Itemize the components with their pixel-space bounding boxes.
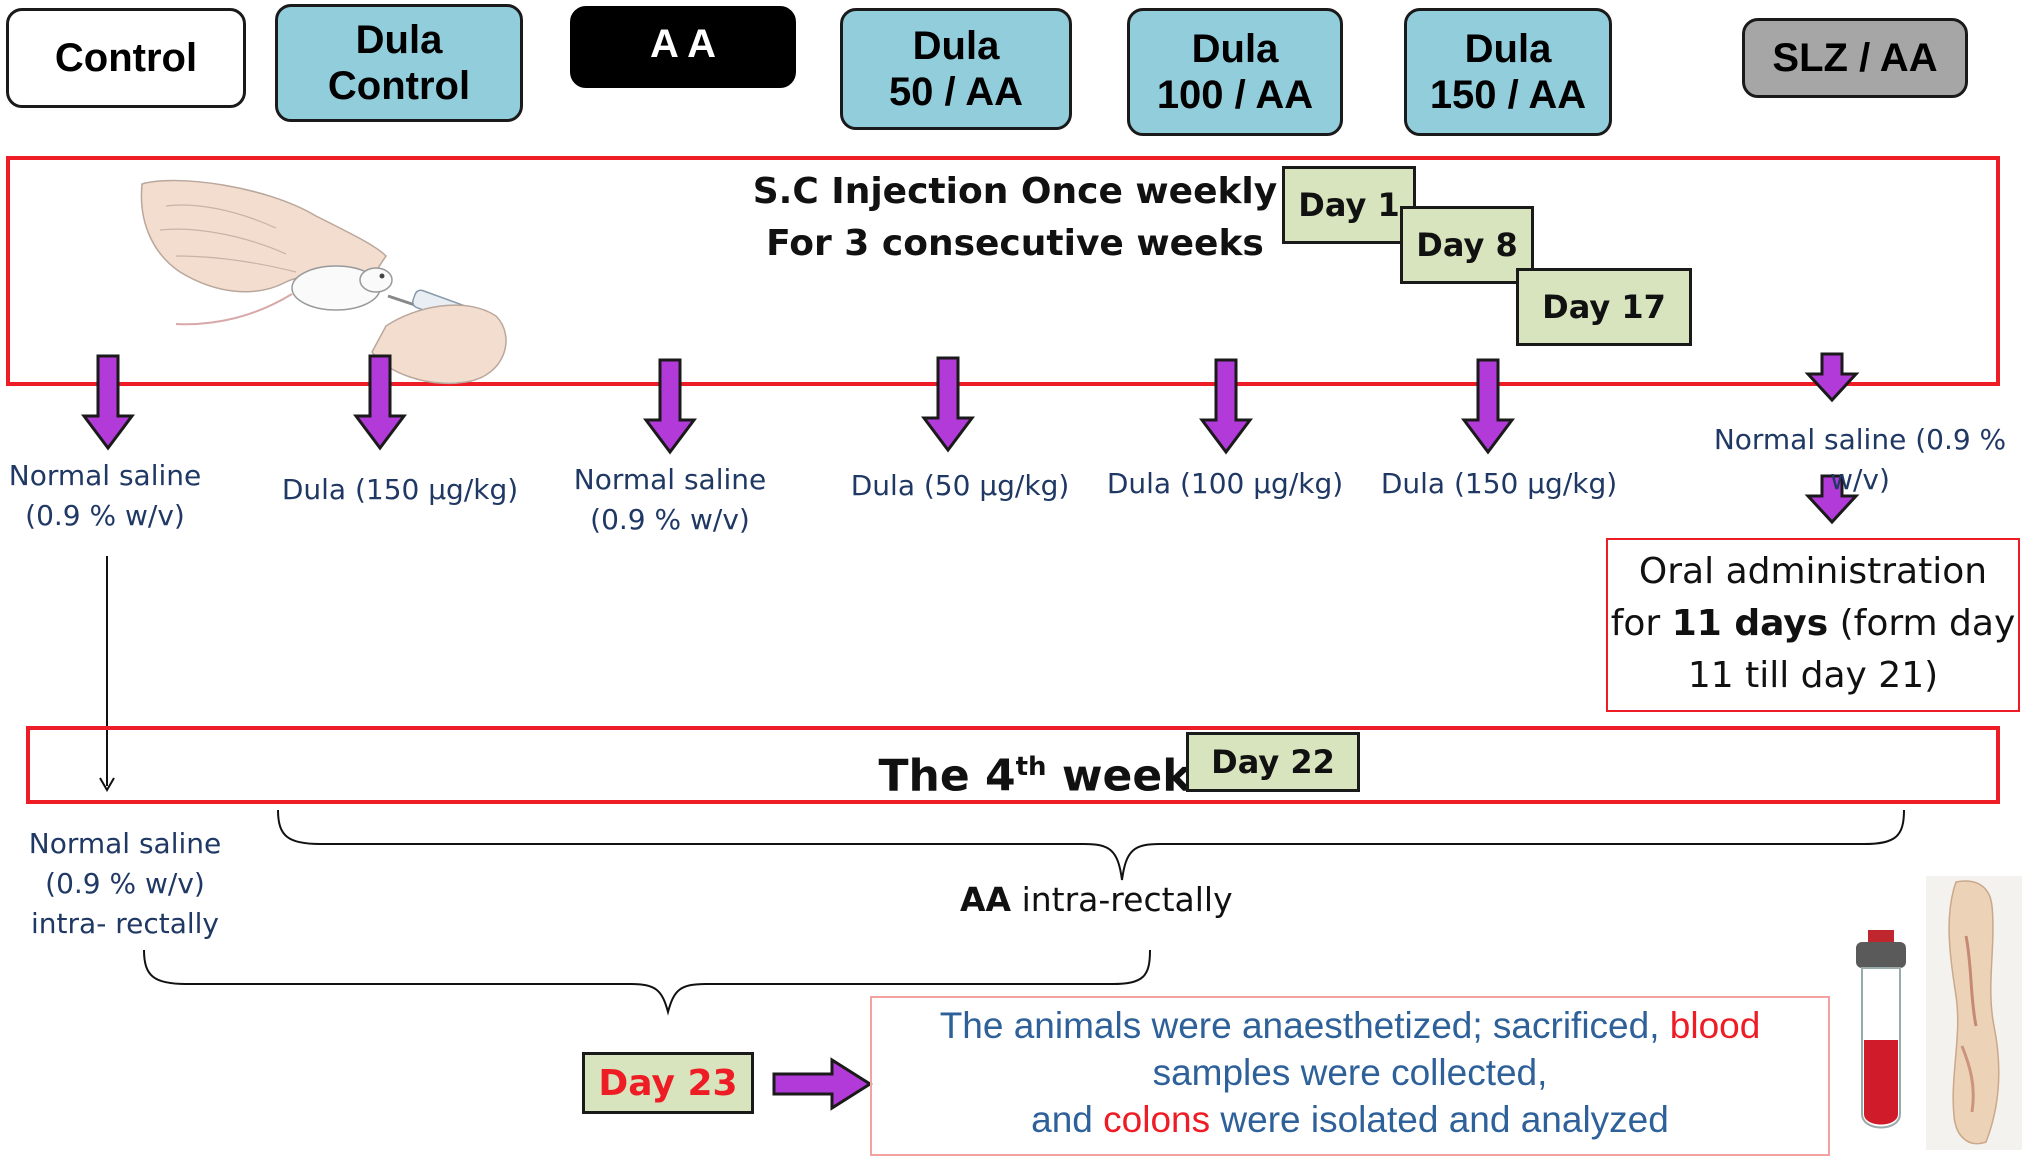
injection-schedule-text: S.C Injection Once weekly For 3 consecut… (700, 166, 1330, 276)
all-groups-brace (143, 949, 1151, 1016)
injection-line-1: S.C Injection Once weekly (752, 171, 1278, 212)
final-line-2: samples were collected, (1152, 1052, 1548, 1093)
oral-administration-box: Oral administration for 11 days (form da… (1606, 538, 2020, 712)
injection-line-2: For 3 consecutive weeks (766, 223, 1264, 264)
final-line-3: and colons were isolated and analyzed (1031, 1099, 1669, 1140)
group-dula-control: Dula Control (275, 4, 523, 122)
oral-line-2: for 11 days (form day (1610, 603, 2016, 644)
injection-illustration (140, 179, 507, 384)
treatment-aa: Normal saline (0.9 % w/v) (573, 463, 767, 536)
group-dula-100-aa: Dula 100 / AA (1127, 8, 1343, 136)
arrow-control (81, 354, 135, 451)
day-8-box: Day 8 (1400, 206, 1534, 284)
day-23-box: Day 23 (582, 1052, 754, 1114)
day-22-box: Day 22 (1186, 732, 1360, 792)
day23-arrow (772, 1057, 873, 1111)
fourth-week-label: The 4th week (878, 750, 1192, 802)
control-rectal-text: Normal saline (0.9 % w/v) intra- rectall… (28, 827, 222, 940)
group-control: Control (6, 8, 246, 108)
colon-image (1926, 876, 2022, 1150)
final-outcome-box: The animals were anaesthetized; sacrific… (870, 996, 1830, 1156)
blood-tube-icon (1856, 930, 1906, 1129)
fourth-week-box (26, 726, 2000, 804)
group-aa: A A (570, 6, 796, 88)
oral-line-1: Oral administration (1638, 551, 1988, 592)
oral-line-3: 11 till day 21) (1687, 655, 1939, 696)
group-dula-50-aa: Dula 50 / AA (840, 8, 1072, 130)
arrow-aa (643, 358, 697, 455)
control-connector-arrow (99, 556, 115, 792)
arrow-dula-50 (921, 356, 975, 453)
treatment-dula-control: Dula (150 μg/kg) (281, 473, 519, 506)
final-line-1: The animals were anaesthetized; sacrific… (939, 1005, 1761, 1046)
treatment-control: Normal saline (0.9 % w/v) (8, 459, 202, 532)
treatment-slz: Normal saline (0.9 % w/v) (1713, 423, 2007, 496)
arrow-dula-control (353, 354, 407, 451)
arrow-dula-150 (1461, 358, 1515, 455)
aa-intrarectal-text: AA intra-rectally (960, 880, 1233, 919)
group-slz-aa: SLZ / AA (1742, 18, 1968, 98)
arrow-dula-100 (1199, 358, 1253, 455)
treatment-dula-100: Dula (100 μg/kg) (1106, 467, 1344, 500)
group-arrows (81, 352, 1860, 525)
aa-groups-brace (277, 809, 1905, 881)
arrow-slz-1 (1804, 352, 1860, 403)
treatment-dula-150: Dula (150 μg/kg) (1380, 467, 1618, 500)
arrow-slz-2 (1804, 474, 1860, 525)
day-1-box: Day 1 (1282, 166, 1416, 244)
grouping-braces (143, 809, 1905, 1016)
injection-period-box (6, 156, 2000, 386)
day-17-box: Day 17 (1516, 268, 1692, 346)
treatment-dula-50: Dula (50 μg/kg) (850, 469, 1070, 502)
group-dula-150-aa: Dula 150 / AA (1404, 8, 1612, 136)
